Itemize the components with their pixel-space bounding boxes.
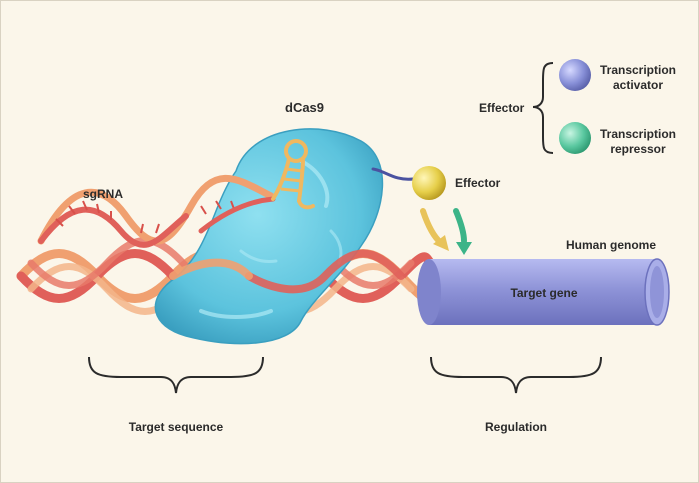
sgrna-bases	[55, 200, 235, 234]
regulation-brace	[430, 356, 602, 394]
arrow-green-icon	[456, 242, 472, 255]
sgrna-strand	[37, 174, 276, 248]
effector-legend-label: Effector	[479, 101, 525, 115]
activator-label-line1: Transcription	[600, 63, 676, 77]
arrow-yellow-icon	[433, 235, 449, 251]
effector-legend	[532, 59, 591, 154]
target-sequence-label: Target sequence	[129, 420, 224, 434]
human-genome-label: Human genome	[566, 238, 656, 252]
sgrna-hairpin-icon	[271, 139, 315, 210]
target-gene-label: Target gene	[510, 286, 577, 300]
effector-linker	[371, 167, 415, 181]
activator-blue-sphere-icon	[559, 59, 591, 91]
target-gene-cylinder	[417, 258, 670, 326]
regulation-label: Regulation	[485, 420, 547, 434]
target-sequence-brace	[88, 356, 264, 394]
dcas9-body	[154, 128, 384, 345]
dcas9-label: dCas9	[285, 100, 324, 115]
effector-label: Effector	[455, 176, 501, 190]
dcas9-protein	[154, 128, 384, 345]
legend-brace	[532, 62, 554, 154]
effector-yellow-sphere-icon	[412, 166, 446, 200]
dna-front-strands	[169, 249, 405, 294]
sgrna-label: sgRNA	[83, 187, 123, 201]
repressor-label-line1: Transcription	[600, 127, 676, 141]
repressor-green-sphere-icon	[559, 122, 591, 154]
repressor-label-line2: repressor	[610, 142, 666, 156]
regulation-arrows	[420, 208, 472, 255]
activator-label-line2: activator	[613, 78, 663, 92]
